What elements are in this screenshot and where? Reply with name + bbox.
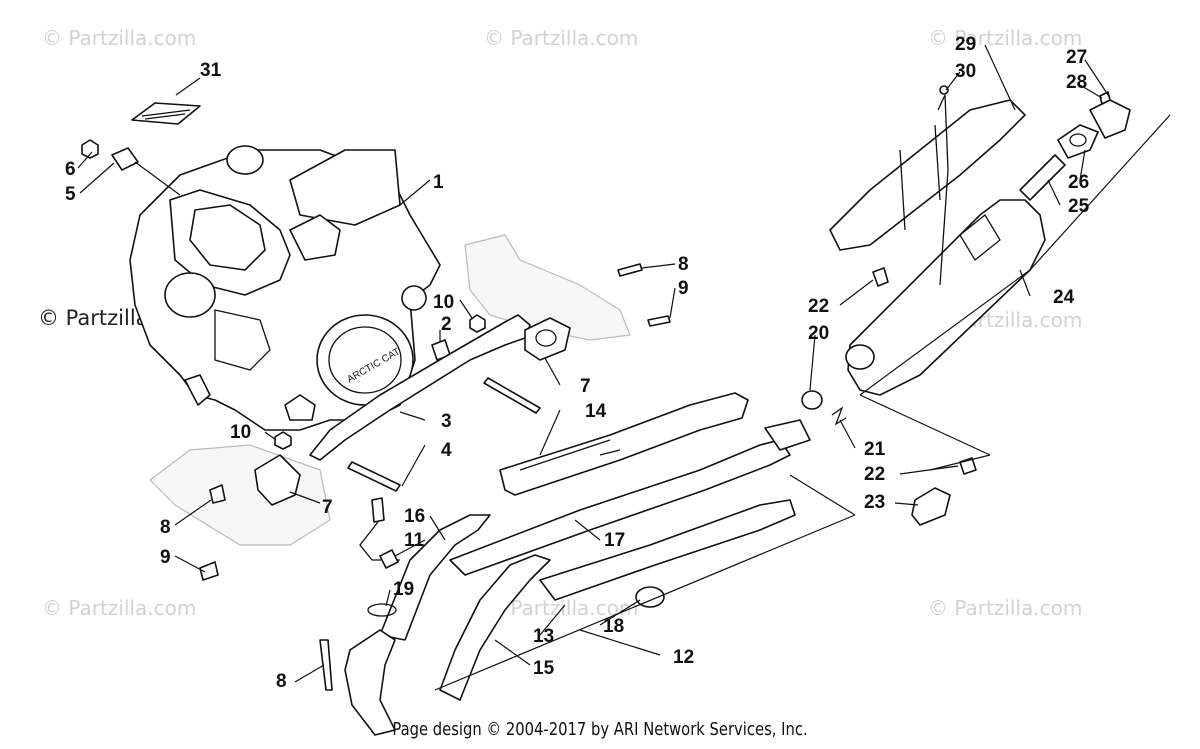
callout-5: 5 xyxy=(65,184,76,205)
callout-10-bottom: 10 xyxy=(230,422,251,443)
callout-8-bottom: 8 xyxy=(276,671,287,692)
callout-21: 21 xyxy=(864,439,886,460)
callout-1: 1 xyxy=(433,172,444,193)
callout-8-top: 8 xyxy=(678,254,689,275)
callout-11: 11 xyxy=(404,530,425,551)
callout-28: 28 xyxy=(1066,72,1087,93)
callout-16: 16 xyxy=(404,506,425,527)
watermark: © Partzilla.com xyxy=(42,596,197,620)
callout-22-bottom: 22 xyxy=(864,464,885,485)
watermark: © Partzilla.com xyxy=(928,596,1083,620)
callout-20: 20 xyxy=(808,323,829,344)
watermark: © Partzilla.com xyxy=(484,26,639,50)
callout-24: 24 xyxy=(1053,287,1075,308)
callout-9-top: 9 xyxy=(678,278,689,299)
callout-6: 6 xyxy=(65,159,76,180)
callout-4: 4 xyxy=(441,440,452,461)
callout-10-top: 10 xyxy=(433,292,454,313)
callout-9-left: 9 xyxy=(160,547,171,568)
callout-26: 26 xyxy=(1068,172,1089,193)
watermark: © Partzilla.com xyxy=(42,26,197,50)
page-footer: Page design © 2004-2017 by ARI Network S… xyxy=(392,719,808,740)
callout-19: 19 xyxy=(393,579,414,600)
callout-27: 27 xyxy=(1066,47,1087,68)
callout-2: 2 xyxy=(441,314,452,335)
callout-31: 31 xyxy=(200,60,222,81)
callout-12: 12 xyxy=(673,647,694,668)
callout-3: 3 xyxy=(441,411,452,432)
callout-18: 18 xyxy=(603,616,624,637)
callout-7-bottom: 7 xyxy=(322,497,333,518)
callout-22-top: 22 xyxy=(808,296,829,317)
callout-17: 17 xyxy=(604,530,625,551)
callout-14: 14 xyxy=(585,401,607,422)
callout-13: 13 xyxy=(533,626,554,647)
callout-8-left: 8 xyxy=(160,517,171,538)
callout-25: 25 xyxy=(1068,196,1090,217)
callout-30: 30 xyxy=(955,61,976,82)
callout-23: 23 xyxy=(864,492,885,513)
engine-assembly: ARCTIC CAT xyxy=(129,145,441,431)
callout-15: 15 xyxy=(533,658,555,679)
watermark: © Partzilla.com xyxy=(928,26,1083,50)
callout-7-top: 7 xyxy=(580,376,591,397)
callout-29: 29 xyxy=(955,34,976,55)
